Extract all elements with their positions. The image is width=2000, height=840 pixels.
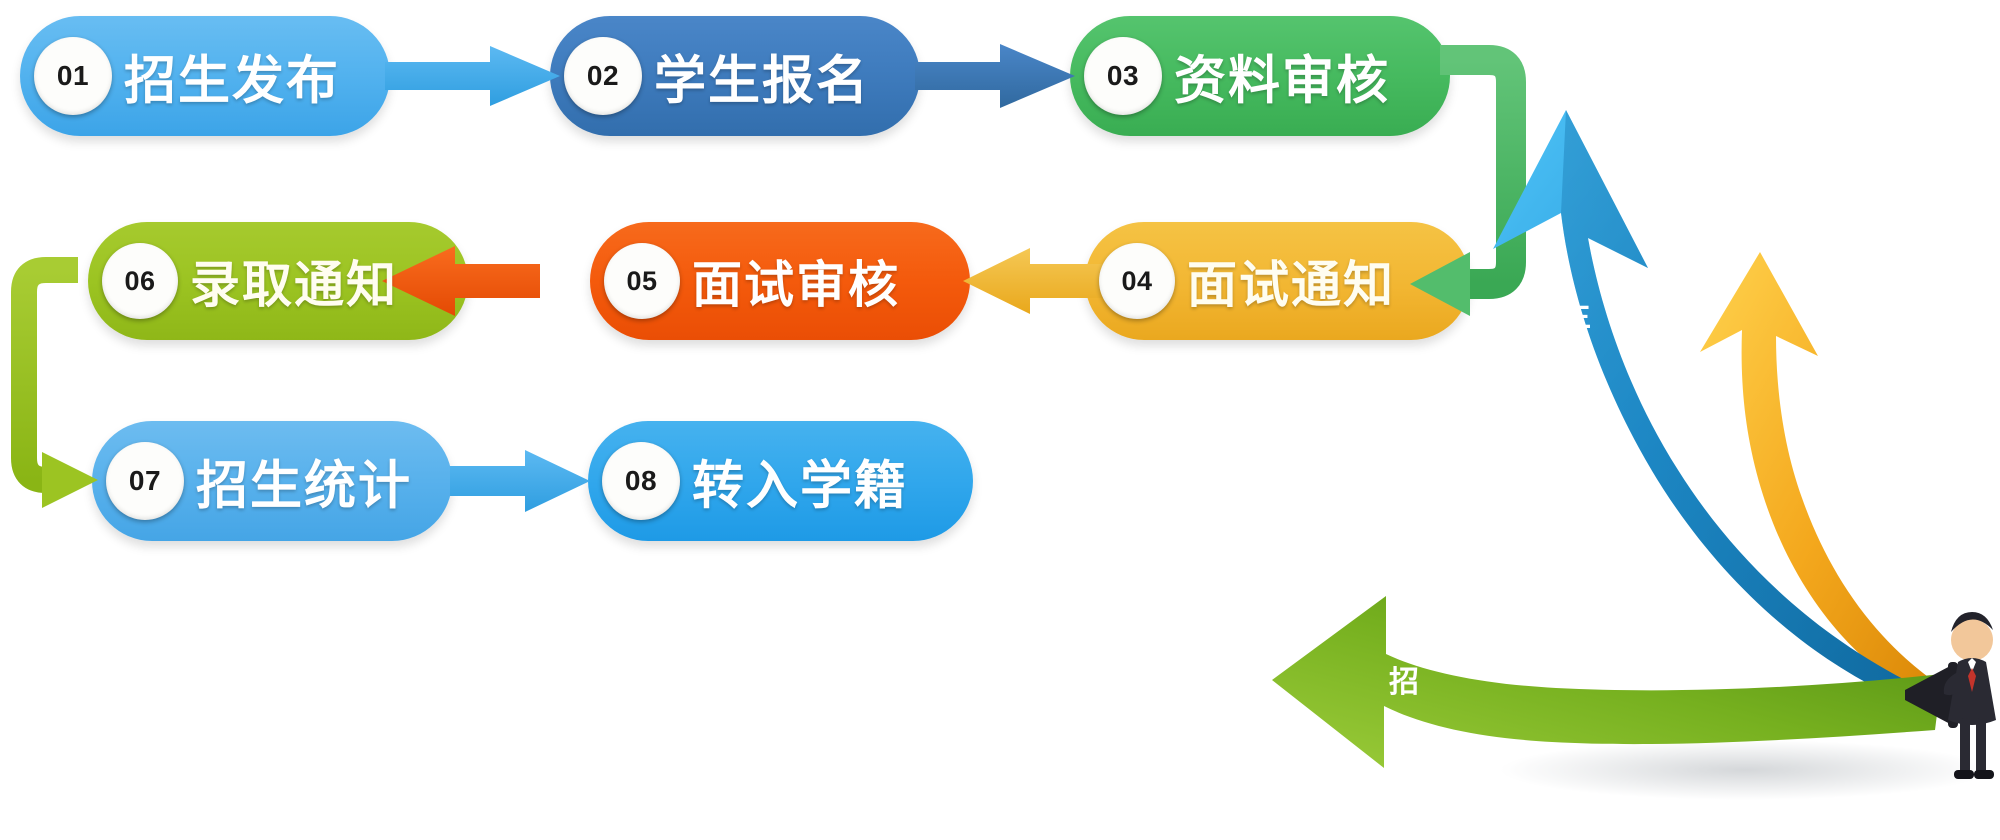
swoosh-blue-label: 生 [1561, 300, 1591, 333]
step-badge-08: 08 [602, 442, 680, 520]
step-badge-02: 02 [564, 37, 642, 115]
swoosh-arrow-blue: 生 [1493, 110, 1948, 712]
step-label-07: 招生统计 [196, 457, 413, 516]
illustration-shadow [1500, 740, 1990, 800]
swoosh-arrow-orange [1700, 252, 1944, 700]
step-label-02: 学生报名 [654, 52, 871, 111]
step-badge-01: 01 [34, 37, 112, 115]
step-label-08: 转入学籍 [692, 457, 909, 516]
connector-01-02 [385, 46, 560, 106]
swoosh-green-label: 招 [1389, 666, 1419, 699]
step-badge-04: 04 [1099, 243, 1175, 319]
connector-07-08 [450, 450, 590, 512]
step-badge-05: 05 [604, 243, 680, 319]
step-node-02[interactable]: 02 学生报名 [550, 16, 920, 136]
step-node-01[interactable]: 01 招生发布 [20, 16, 390, 136]
step-label-01: 招生发布 [124, 52, 341, 111]
step-node-03[interactable]: 03 资料审核 [1070, 16, 1450, 136]
step-badge-03: 03 [1084, 37, 1162, 115]
step-badge-06: 06 [102, 243, 178, 319]
step-node-08[interactable]: 08 转入学籍 [588, 421, 973, 541]
megaphone-icon [1905, 662, 1958, 728]
step-node-06[interactable]: 06 录取通知 [88, 222, 468, 340]
step-node-05[interactable]: 05 面试审核 [590, 222, 970, 340]
connector-06-07 [11, 257, 98, 508]
connector-02-03 [915, 44, 1075, 108]
swoosh-arrow-green: 招 [1272, 596, 1942, 768]
step-label-05: 面试审核 [692, 257, 900, 313]
step-badge-07: 07 [106, 442, 184, 520]
step-label-06: 录取通知 [190, 257, 398, 313]
step-label-03: 资料审核 [1174, 52, 1391, 111]
step-label-04: 面试通知 [1187, 257, 1395, 313]
step-node-07[interactable]: 07 招生统计 [92, 421, 452, 541]
step-node-04[interactable]: 04 面试通知 [1085, 222, 1470, 340]
mascot-businessman [1943, 612, 1996, 779]
